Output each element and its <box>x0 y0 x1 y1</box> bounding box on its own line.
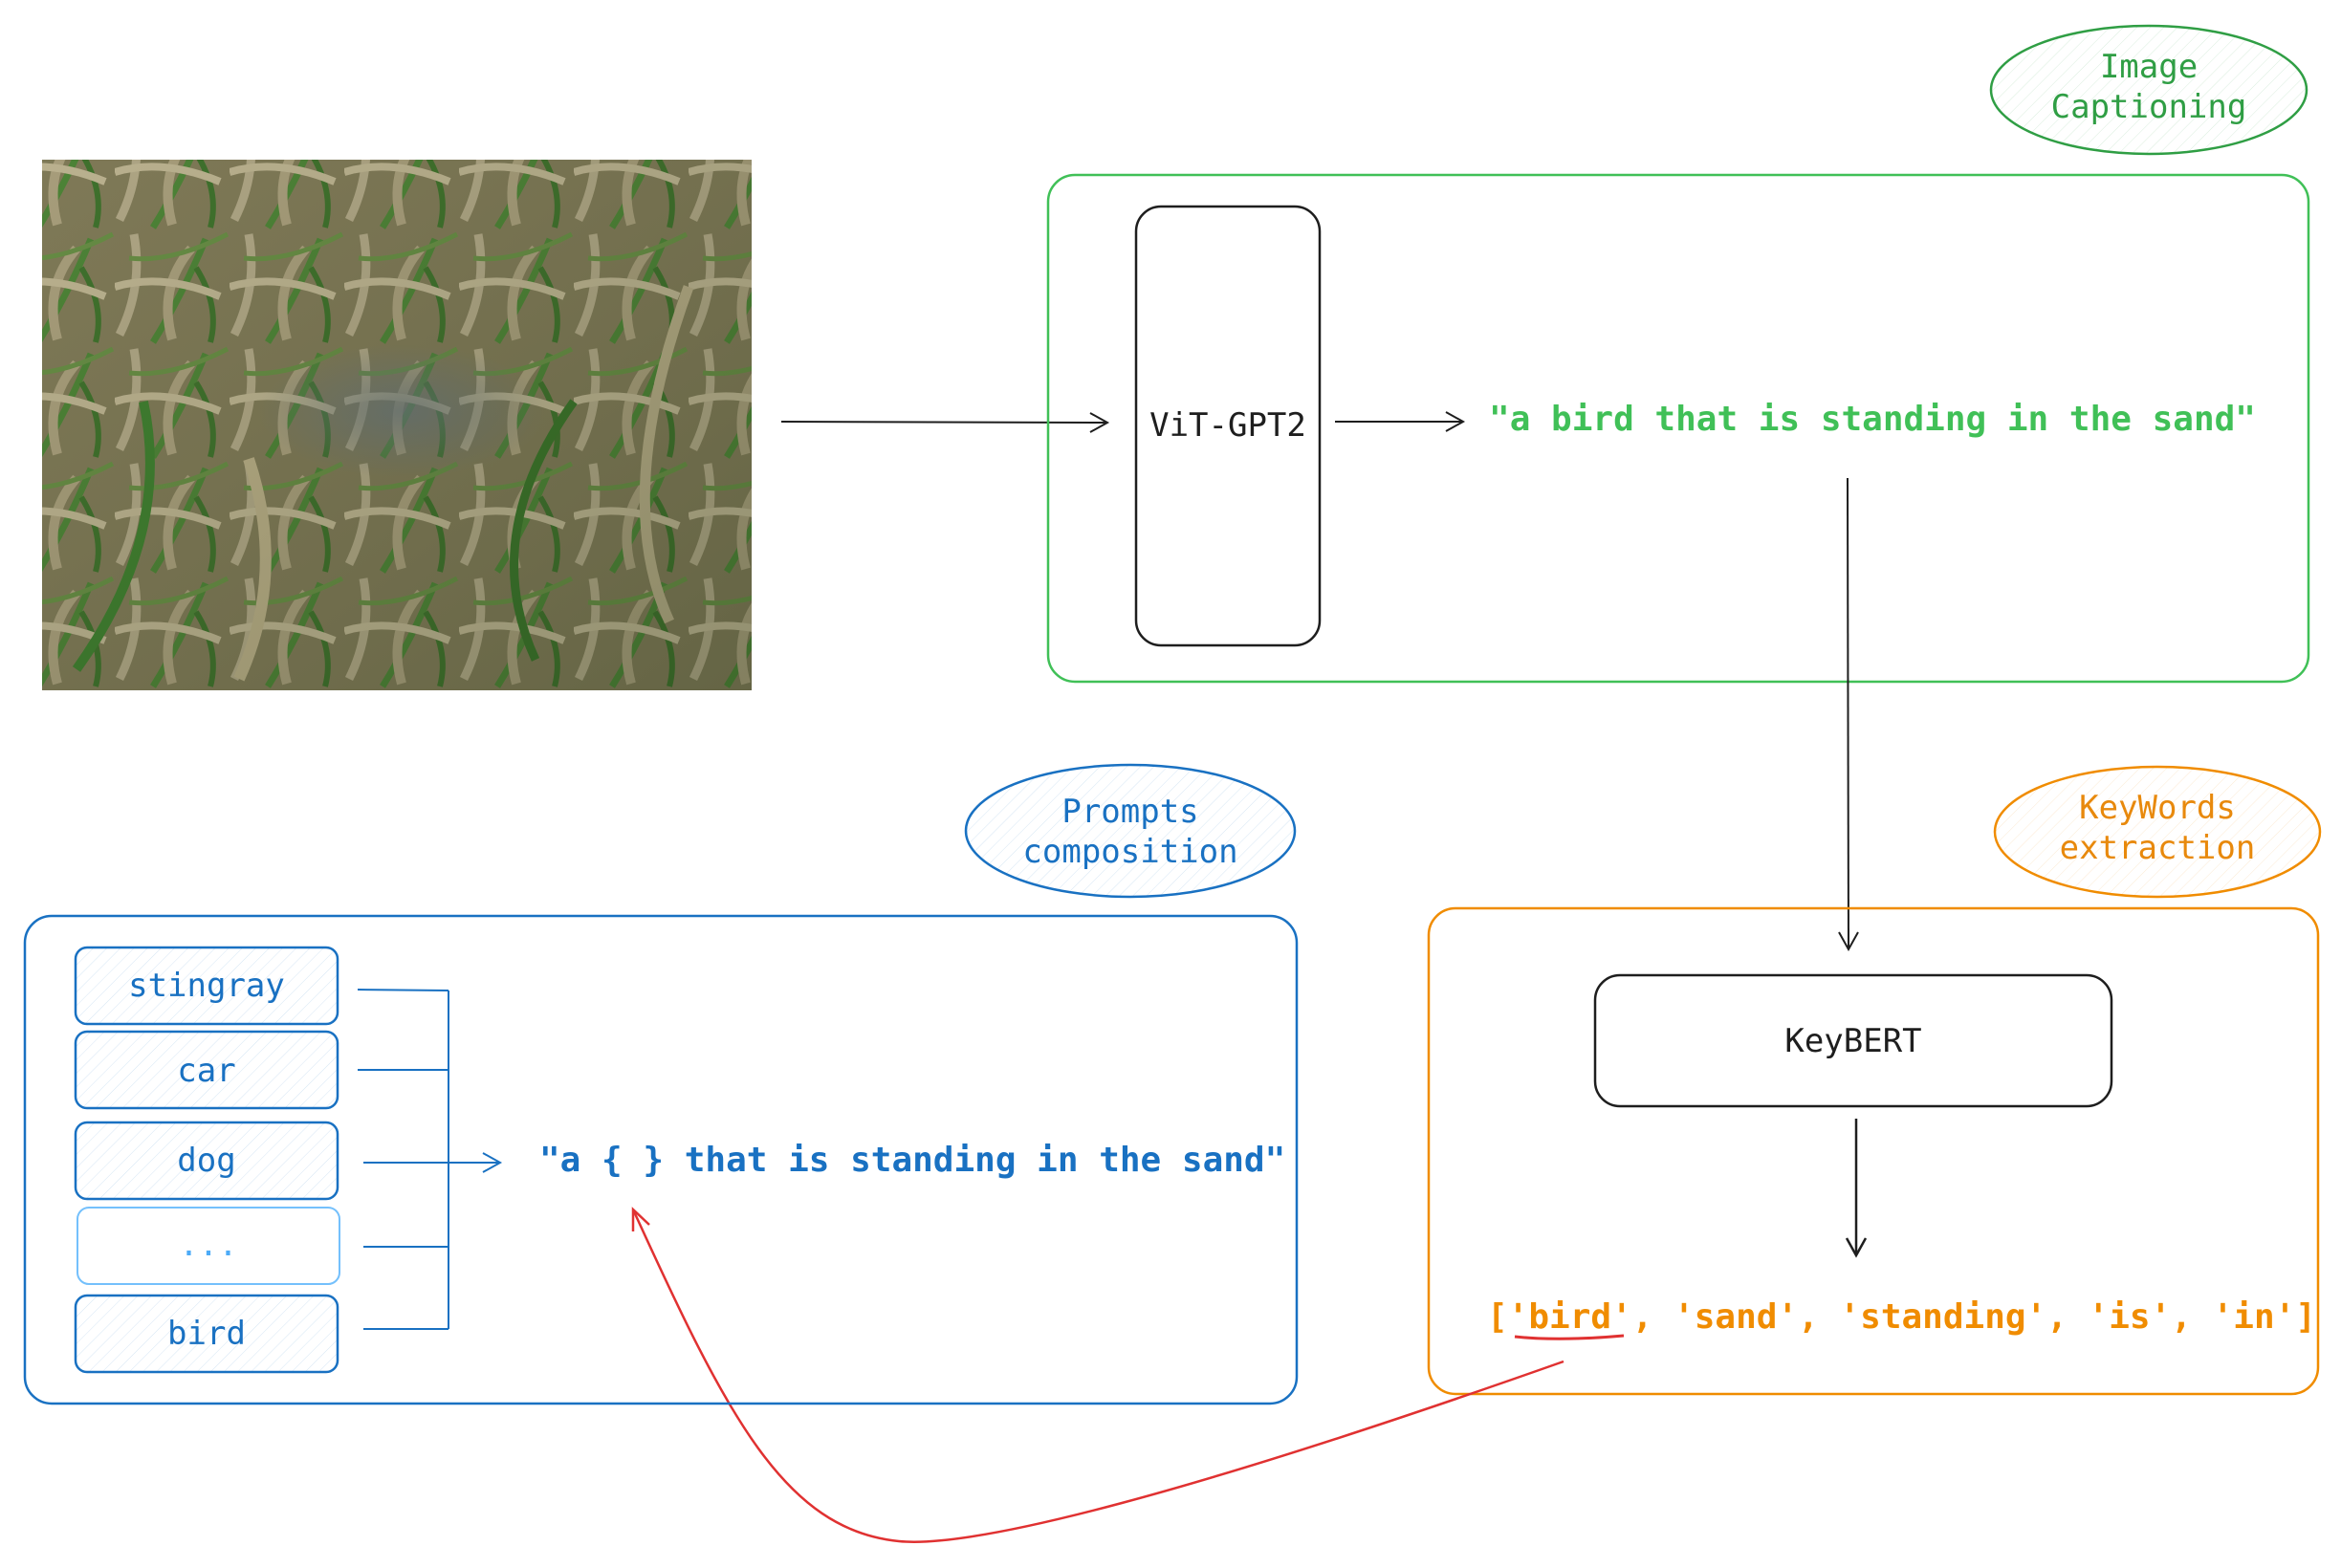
keywords-list: ['bird', 'sand', 'standing', 'is', 'in'] <box>1487 1297 2316 1337</box>
captioning-badge-line2: Captioning <box>2051 88 2247 126</box>
keywords-badge-line1: KeyWords <box>2079 789 2236 827</box>
class-item-car: car <box>74 1030 339 1110</box>
keybert-label: KeyBERT <box>1784 1022 1921 1060</box>
arrow-keyword-to-prompt <box>631 1207 1564 1543</box>
input-photo <box>42 160 752 690</box>
class-item-label: car <box>177 1052 235 1090</box>
candidate-class-list: stingray car dog ... bird <box>74 946 340 1374</box>
keywords-list-rest: , 'sand', 'standing', 'is', 'in'] <box>1632 1297 2316 1337</box>
vit-gpt2-block: ViT-GPT2 <box>1134 205 1322 647</box>
class-item-label: ... <box>179 1226 237 1264</box>
arrow-caption-to-keybert <box>1838 477 1859 952</box>
class-item-dog: dog <box>74 1121 339 1201</box>
class-item-stingray: stingray <box>74 946 339 1026</box>
keyword-underline <box>1514 1334 1625 1340</box>
arrow-vit-to-caption <box>1335 411 1466 432</box>
class-item-bird: bird <box>74 1294 339 1374</box>
arrow-classes-to-prompt <box>363 1152 503 1173</box>
keywords-group-frame <box>1427 906 2320 1396</box>
prompts-badge-line1: Prompts <box>1061 793 1198 831</box>
vit-gpt2-label: ViT-GPT2 <box>1149 406 1306 445</box>
keybert-block: KeyBERT <box>1593 973 2113 1108</box>
keywords-list-open: [ <box>1487 1297 1508 1337</box>
class-item-label: dog <box>177 1142 235 1180</box>
prompts-badge-line2: composition <box>1022 833 1237 871</box>
keywords-badge-line2: extraction <box>2060 829 2256 867</box>
keywords-badge: KeyWords extraction <box>1993 765 2322 899</box>
arrow-photo-to-vit <box>780 412 1110 433</box>
keyword-highlighted: 'bird' <box>1508 1297 1632 1337</box>
captioning-badge-line1: Image <box>2100 48 2198 86</box>
class-item-label: bird <box>167 1315 246 1353</box>
captioning-group-frame <box>1046 173 2310 684</box>
class-list-bracket <box>357 989 449 1330</box>
arrow-keybert-to-keywords <box>1845 1119 1868 1258</box>
generated-caption: "a bird that is standing in the sand" <box>1489 400 2256 439</box>
class-item-ellipsis: ... <box>77 1207 340 1285</box>
prompts-badge: Prompts composition <box>964 763 1297 899</box>
prompt-template: "a { } that is standing in the sand" <box>539 1141 1285 1180</box>
prompts-group-frame <box>23 914 1299 1405</box>
captioning-badge: Image Captioning <box>1989 24 2308 156</box>
class-item-label: stingray <box>128 967 285 1005</box>
